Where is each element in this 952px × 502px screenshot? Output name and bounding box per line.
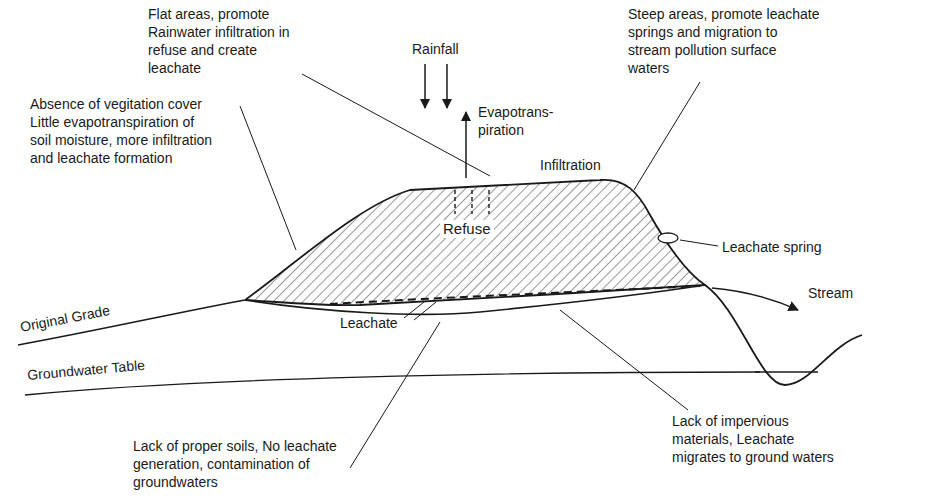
refuse-outline (245, 176, 707, 308)
callout-note: Absence of vegitation cover Little evapo… (30, 95, 218, 167)
feature-label: Leachate (340, 314, 398, 332)
grade-label: Original Grade (19, 301, 112, 336)
node-text: Refuse (440, 220, 494, 238)
process-label: Evapotrans- piration (478, 103, 568, 139)
refuse-mound: Refuse (245, 176, 707, 308)
callout-note: Lack of impervious materials, Leachate m… (672, 412, 847, 466)
callout-note: Steep areas, promote leachate springs an… (628, 5, 820, 77)
process-label: Infiltration (540, 156, 601, 174)
process-label: Rainfall (412, 40, 459, 58)
callout-note: Flat areas, promote Rainwater infiltrati… (148, 5, 303, 77)
feature-label: Leachate spring (722, 238, 822, 256)
feature-label: Stream (808, 284, 853, 302)
callout-note: Lack of proper soils, No leachate genera… (133, 437, 348, 491)
groundwater-label: Groundwater Table (26, 356, 145, 384)
